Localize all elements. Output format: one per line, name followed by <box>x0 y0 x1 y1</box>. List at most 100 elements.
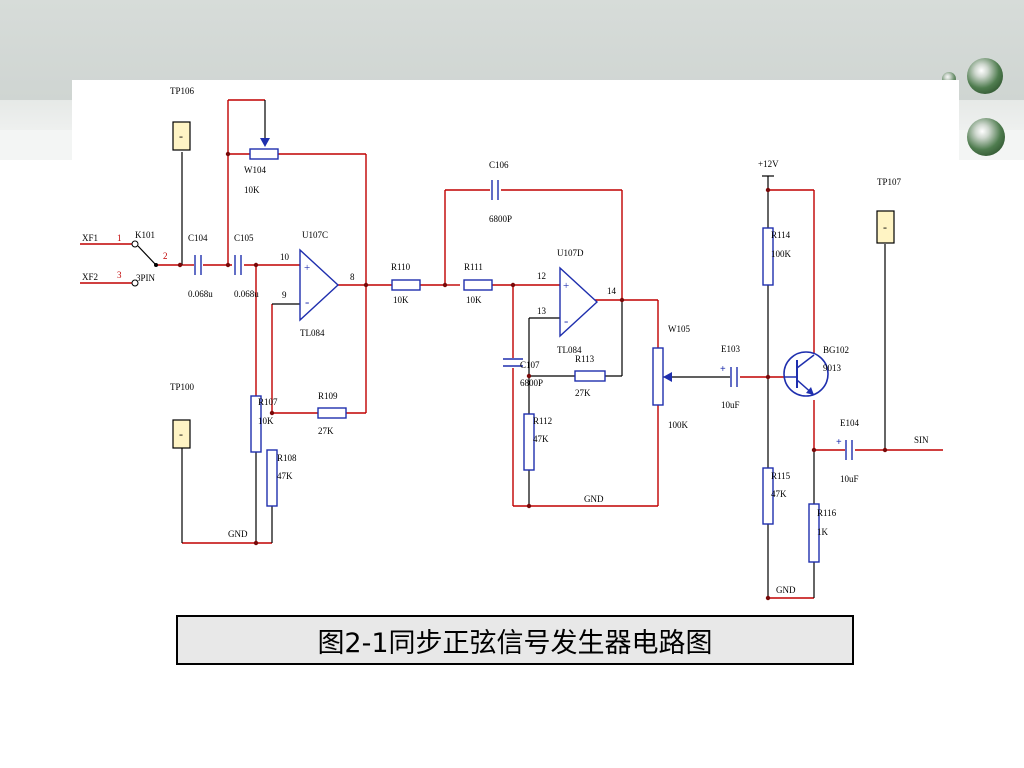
bg102-type: 9013 <box>823 363 842 373</box>
resistor-r114 <box>762 227 774 286</box>
r112-ref: R112 <box>533 416 552 426</box>
r115-value: 47K <box>771 489 787 499</box>
r107-ref: R107 <box>258 397 278 407</box>
testpoint-tp100 <box>172 419 191 449</box>
testpoint-tp106-label: TP106 <box>170 86 195 96</box>
r116-value: 1K <box>817 527 829 537</box>
testpoint-tp100-mark: - <box>179 427 183 441</box>
e103-value: 10uF <box>721 400 740 410</box>
port-xf2-label: XF2 <box>82 272 98 282</box>
opamp-u107c: + - <box>299 248 340 322</box>
u107c-pin-8: 8 <box>350 272 355 282</box>
switch-pin-2: 2 <box>163 251 168 261</box>
c106-ref: C106 <box>489 160 509 170</box>
r109-value: 27K <box>318 426 334 436</box>
testpoint-tp100-label: TP100 <box>170 382 195 392</box>
svg-text:+: + <box>563 280 569 292</box>
capacitor-c106 <box>491 180 499 200</box>
transistor-bg102 <box>783 351 829 397</box>
figure-caption: 图2-1同步正弦信号发生器电路图 <box>176 615 854 665</box>
capacitor-e104: + <box>836 437 853 460</box>
resistor-r107 <box>250 395 262 453</box>
w105-value: 100K <box>668 420 689 430</box>
r110-value: 10K <box>393 295 409 305</box>
bg102-ref: BG102 <box>823 345 849 355</box>
switch-k101-ref: K101 <box>135 230 155 240</box>
resistor-r112 <box>523 413 535 471</box>
svg-text:+: + <box>836 437 842 448</box>
port-sin-label: SIN <box>914 435 929 445</box>
port-xf1-label: XF1 <box>82 233 98 243</box>
c107-value: 6800P <box>520 378 543 388</box>
u107d-pin-14: 14 <box>607 286 617 296</box>
r114-ref: R114 <box>771 230 791 240</box>
testpoint-tp106 <box>172 121 191 151</box>
junction-dots <box>177 151 888 601</box>
gnd-label-3: GND <box>776 585 796 595</box>
svg-text:+: + <box>304 262 310 274</box>
resistor-r115 <box>762 467 774 525</box>
capacitor-c105 <box>234 255 242 275</box>
u107d-type: TL084 <box>557 345 582 355</box>
testpoint-tp107 <box>876 210 895 244</box>
e104-value: 10uF <box>840 474 859 484</box>
capacitor-c107 <box>503 358 523 367</box>
u107c-type: TL084 <box>300 328 325 338</box>
resistor-r111 <box>463 279 493 291</box>
c106-value: 6800P <box>489 214 512 224</box>
r108-value: 47K <box>277 471 293 481</box>
u107d-pin-12: 12 <box>537 271 546 281</box>
u107c-pin-9: 9 <box>282 290 287 300</box>
resistor-r108 <box>266 449 278 507</box>
input-black-wires <box>181 100 300 543</box>
r113-value: 27K <box>575 388 591 398</box>
u107c-pin-10: 10 <box>280 252 290 262</box>
r116-ref: R116 <box>817 508 837 518</box>
c104-value: 0.068u <box>188 289 213 299</box>
capacitor-c104 <box>194 255 202 275</box>
r112-value: 47K <box>533 434 549 444</box>
testpoint-tp107-mark: - <box>883 220 887 234</box>
switch-k101 <box>131 240 158 287</box>
gnd-label-1: GND <box>228 529 248 539</box>
u107d-ref: U107D <box>557 248 584 258</box>
switch-pin-3: 3 <box>117 270 122 280</box>
switch-pin-1: 1 <box>117 233 122 243</box>
r108-ref: R108 <box>277 453 297 463</box>
c105-ref: C105 <box>234 233 254 243</box>
decorative-ball-icon <box>967 58 1003 94</box>
r115-ref: R115 <box>771 471 791 481</box>
r111-ref: R111 <box>464 262 483 272</box>
r109-ref: R109 <box>318 391 338 401</box>
r114-value: 100K <box>771 249 792 259</box>
vcc-label: +12V <box>758 159 779 169</box>
svg-text:-: - <box>305 294 309 309</box>
testpoint-tp107-label: TP107 <box>877 177 902 187</box>
resistor-r110 <box>391 279 421 291</box>
stage2-wires <box>444 189 659 507</box>
u107c-ref: U107C <box>302 230 328 240</box>
r107-value: 10K <box>258 416 274 426</box>
svg-text:+: + <box>720 364 726 375</box>
input-wires <box>80 99 445 544</box>
r110-ref: R110 <box>391 262 411 272</box>
w105-ref: W105 <box>668 324 690 334</box>
potentiometer-w105 <box>652 347 672 406</box>
c104-ref: C104 <box>188 233 208 243</box>
svg-text:-: - <box>564 313 568 328</box>
stage2-black-wires <box>528 300 730 506</box>
e104-ref: E104 <box>840 418 859 428</box>
w104-ref: W104 <box>244 165 266 175</box>
opamp-u107d: + - <box>559 266 599 338</box>
testpoint-tp106-mark: - <box>179 129 183 143</box>
resistor-r113 <box>574 370 606 382</box>
stage3-wires <box>740 189 943 599</box>
e103-ref: E103 <box>721 344 740 354</box>
potentiometer-w104 <box>249 138 279 160</box>
u107d-pin-13: 13 <box>537 306 547 316</box>
r111-value: 10K <box>466 295 482 305</box>
resistor-r116 <box>808 503 820 563</box>
c107-ref: C107 <box>520 360 540 370</box>
w104-value: 10K <box>244 185 260 195</box>
